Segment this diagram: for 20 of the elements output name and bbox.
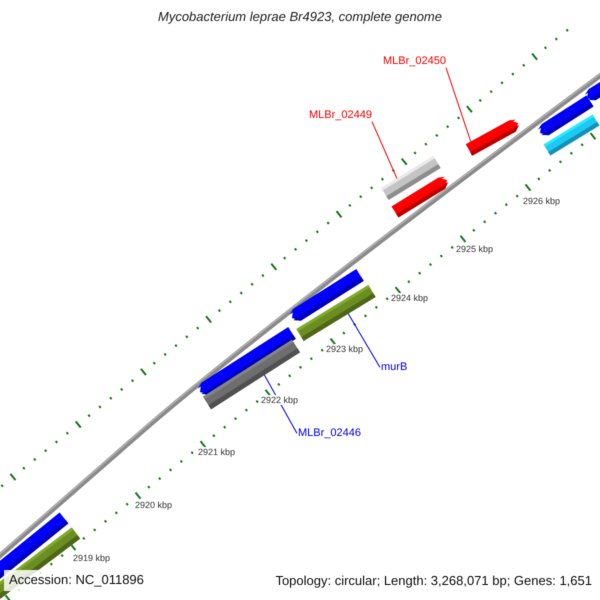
scale-label: 2924 kbp [391, 293, 428, 304]
scale-label: 2923 kbp [326, 344, 364, 354]
leader-line [446, 67, 472, 142]
leader-line [348, 313, 380, 368]
gene-label: MLBr_02449 [309, 109, 372, 122]
scale-label: 2920 kbp [135, 500, 172, 510]
scale-label: 2925 kbp [456, 244, 494, 254]
scale-label: 2926 kbp [523, 196, 560, 206]
gene-bar [466, 120, 520, 156]
gene-bar [296, 285, 376, 341]
diagram-title: Mycobacterium leprae Br4923, complete genome [157, 10, 443, 25]
scale-label: 2921 kbp [198, 447, 236, 458]
gene-label: MLBr_02450 [383, 55, 446, 68]
leader-line [372, 121, 398, 179]
gene-bar [381, 156, 441, 200]
gene-label: murB [381, 361, 408, 374]
genome-info-text: Topology: circular; Length: 3,268,071 bp; Genes: 1,651 [275, 574, 592, 589]
scale-label: 2922 kbp [261, 395, 298, 406]
scale-label: 2919 kbp [73, 553, 110, 564]
gene-label: MLBr_02446 [298, 427, 361, 440]
